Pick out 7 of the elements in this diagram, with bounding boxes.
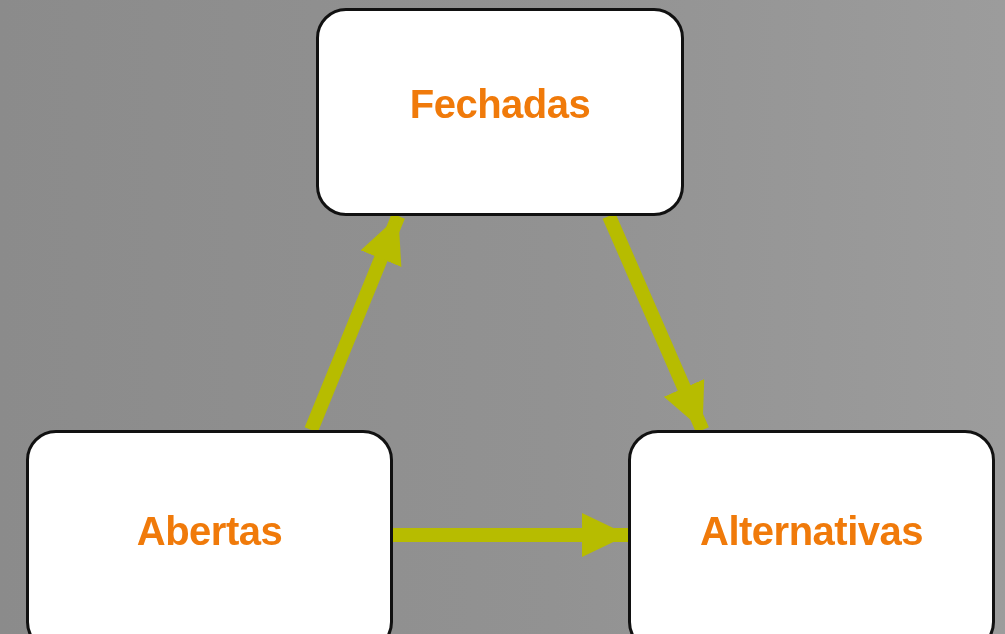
arrow [393, 513, 628, 557]
box-label: Fechadas [409, 81, 591, 127]
box-label: Alternativas [700, 508, 923, 554]
rounded-box [628, 430, 995, 634]
rounded-box [26, 430, 393, 634]
rounded-box [316, 8, 684, 216]
box-label: Abertas [136, 508, 283, 554]
